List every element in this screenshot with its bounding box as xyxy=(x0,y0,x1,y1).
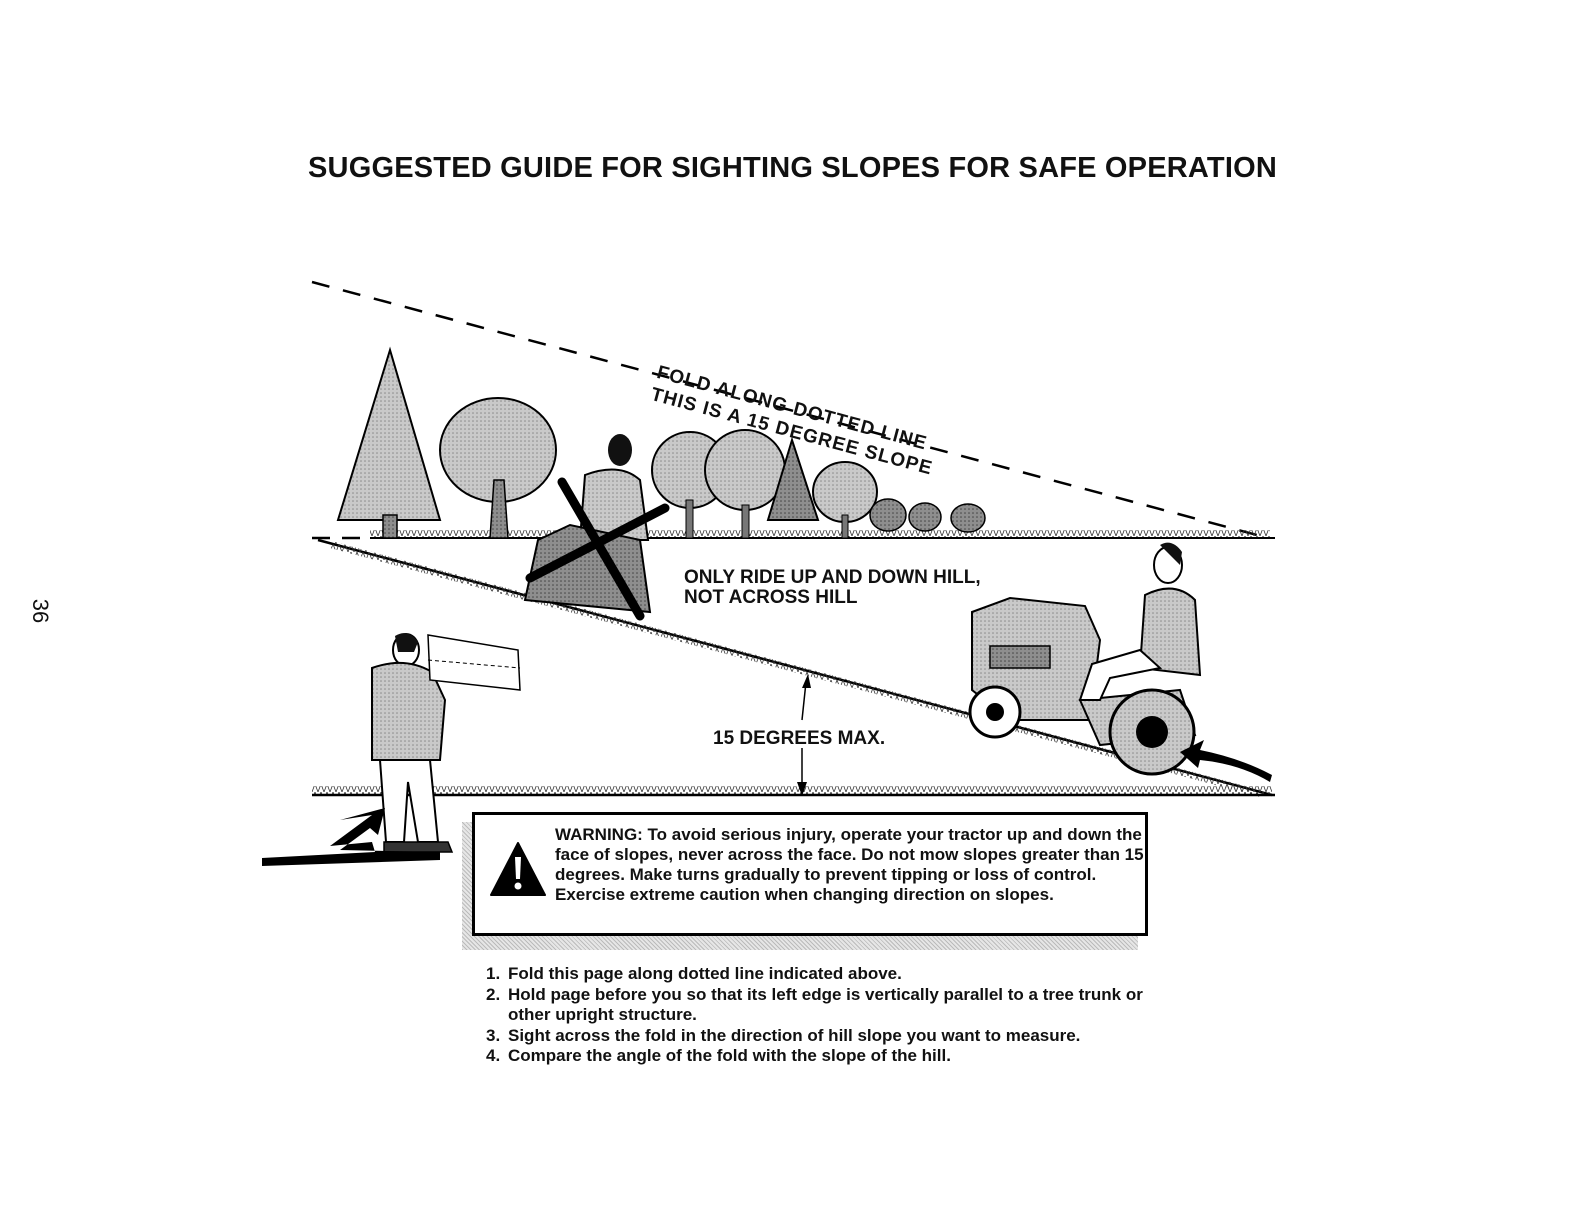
step-text: Fold this page along dotted line indicat… xyxy=(508,964,902,983)
step-number: 1. xyxy=(486,964,501,983)
tractor-across-hill-icon xyxy=(523,434,652,614)
pine-tree-left-icon xyxy=(336,346,442,539)
ride-label-line-1: ONLY RIDE UP AND DOWN HILL, xyxy=(684,567,981,588)
prohibited-x-icon xyxy=(525,477,670,621)
step-item: 2. Hold page before you so that its left… xyxy=(486,985,1166,1026)
uphill-arrow-icon xyxy=(1180,740,1272,782)
instruction-steps: 1. Fold this page along dotted line indi… xyxy=(486,964,1166,1067)
max-degrees-label: 15 DEGREES MAX. xyxy=(713,728,886,749)
page-title: SUGGESTED GUIDE FOR SIGHTING SLOPES FOR … xyxy=(308,152,1277,184)
fold-dotted-line xyxy=(311,280,1269,540)
step-text: Hold page before you so that its left ed… xyxy=(508,984,1143,1025)
tractor-up-hill-icon xyxy=(968,542,1202,776)
tree-cluster-icon xyxy=(651,429,986,539)
step-number: 2. xyxy=(486,984,501,1004)
ride-label-line-2: NOT ACROSS HILL xyxy=(684,587,858,608)
step-text: Sight across the fold in the direction o… xyxy=(508,1025,1081,1045)
step-text: Compare the angle of the fold with the s… xyxy=(508,1046,951,1065)
round-tree-left-icon xyxy=(439,397,557,539)
step-item: 3. Sight across the fold in the directio… xyxy=(486,1026,1166,1047)
ground-grass xyxy=(312,786,1272,794)
step-item: 4. Compare the angle of the fold with th… xyxy=(486,1046,1166,1067)
warning-triangle-icon xyxy=(490,842,546,896)
warning-text: WARNING: To avoid serious injury, operat… xyxy=(555,825,1144,904)
warning-box: WARNING: To avoid serious injury, operat… xyxy=(472,812,1148,936)
sighting-arrow-icon xyxy=(262,808,440,866)
step-item: 1. Fold this page along dotted line indi… xyxy=(486,964,1166,985)
horizon-grass xyxy=(370,530,1270,538)
step-number: 4. xyxy=(486,1046,501,1065)
person-sighting-icon xyxy=(371,633,521,853)
angle-arrow-down-icon xyxy=(797,748,807,796)
step-number: 3. xyxy=(486,1025,501,1045)
ride-instruction-label: ONLY RIDE UP AND DOWN HILL, NOT ACROSS H… xyxy=(684,568,981,608)
angle-arrow-up-icon xyxy=(801,674,811,721)
